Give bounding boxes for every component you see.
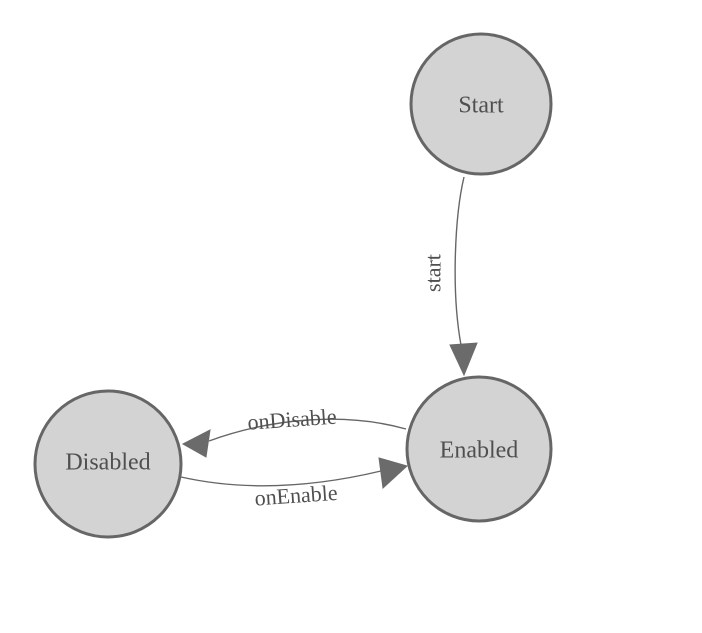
arrowhead-left-icon bbox=[181, 429, 211, 458]
arrowhead-right-icon bbox=[378, 457, 408, 490]
state-node-start: Start bbox=[409, 32, 553, 176]
state-node-disabled: Disabled bbox=[33, 389, 183, 539]
arrowhead-down-icon bbox=[449, 342, 478, 377]
edge-disabled-to-enabled: onEnable bbox=[180, 457, 408, 511]
edge-enabled-to-disabled: onDisable bbox=[181, 404, 407, 458]
edge-start-to-enabled: start bbox=[421, 176, 478, 377]
state-circle-start bbox=[409, 32, 553, 176]
state-label-enabled: Enabled bbox=[440, 437, 519, 463]
edge-label-onenable: onEnable bbox=[254, 480, 339, 511]
state-circle-disabled bbox=[33, 389, 183, 539]
edge-label-start: start bbox=[421, 254, 446, 292]
state-node-enabled: Enabled bbox=[405, 375, 553, 523]
state-label-disabled: Disabled bbox=[65, 449, 150, 475]
state-circle-enabled bbox=[405, 375, 553, 523]
edge-line-start bbox=[454, 176, 465, 346]
edge-line-onenable bbox=[180, 470, 382, 487]
edge-line-ondisable bbox=[208, 418, 407, 442]
edge-label-ondisable: onDisable bbox=[247, 404, 338, 435]
state-label-start: Start bbox=[458, 92, 504, 118]
